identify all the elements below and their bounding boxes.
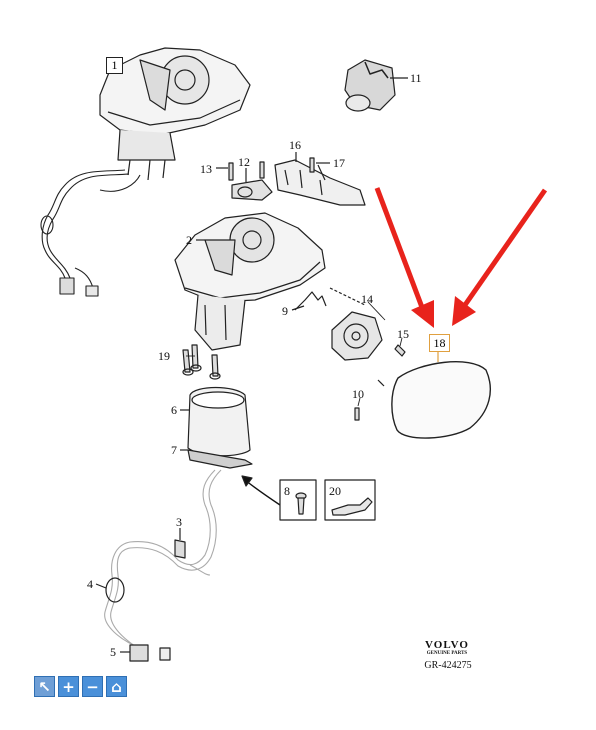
callout-3: 3 (176, 515, 182, 529)
callout-7: 7 (171, 443, 177, 457)
part-18-mirror-glass (391, 352, 491, 439)
brand-tagline: GENUINE PARTS (426, 651, 468, 656)
annotation-arrows (374, 187, 548, 328)
callout-2: 2 (186, 233, 192, 247)
part-2-housing (174, 212, 326, 351)
callout-12: 12 (238, 155, 250, 169)
part-4-grommet (95, 577, 125, 603)
part-5-connector (120, 644, 171, 662)
callout-5: 5 (110, 645, 116, 659)
part-14-adjuster (329, 287, 383, 361)
callout-1: 1 (106, 57, 123, 74)
lower-wiring-harness (104, 469, 222, 653)
brand-logo: VOLVO (425, 639, 469, 651)
callout-15: 15 (397, 327, 409, 341)
part-1-housing (99, 47, 251, 181)
part-9-clip (291, 291, 327, 311)
callout-17: 17 (333, 156, 345, 170)
pointer-icon: ↖ (38, 677, 51, 696)
part-6-cover (180, 386, 251, 457)
callout-14: 14 (361, 292, 373, 306)
callout-20: 20 (329, 484, 341, 498)
part-15-screw (394, 344, 406, 357)
part-11-motor (344, 59, 408, 112)
home-button[interactable]: ⌂ (106, 676, 127, 697)
upper-wiring-harness (40, 169, 141, 297)
part-12-switch (231, 168, 273, 201)
callout-4: 4 (87, 577, 93, 591)
part-10-screw (354, 379, 385, 421)
diagram-reference: GR-424275 (424, 660, 472, 671)
callout-18: 18 (429, 334, 450, 352)
part-13-screw (216, 157, 330, 181)
part-16-bracket (274, 152, 366, 206)
callout-19: 19 (158, 349, 170, 363)
part-19-screws (182, 344, 221, 380)
zoom-out-button[interactable]: − (82, 676, 103, 697)
diagram-toolbar: ↖ + − ⌂ (34, 676, 127, 697)
zoom-out-icon: − (86, 677, 99, 696)
callout-11: 11 (410, 71, 422, 85)
callout-9: 9 (282, 304, 288, 318)
part-3-clip (174, 528, 186, 559)
callout-16: 16 (289, 138, 301, 152)
zoom-in-button[interactable]: + (58, 676, 79, 697)
pointer-button[interactable]: ↖ (34, 676, 55, 697)
callout-6: 6 (171, 403, 177, 417)
part-8-screw (295, 492, 307, 515)
home-icon: ⌂ (111, 677, 122, 696)
callout-13: 13 (200, 162, 212, 176)
zoom-in-icon: + (62, 677, 75, 696)
callout-8: 8 (284, 484, 290, 498)
part-20-connector (331, 497, 373, 516)
part-7-gasket (180, 449, 253, 469)
callout-10: 10 (352, 387, 364, 401)
